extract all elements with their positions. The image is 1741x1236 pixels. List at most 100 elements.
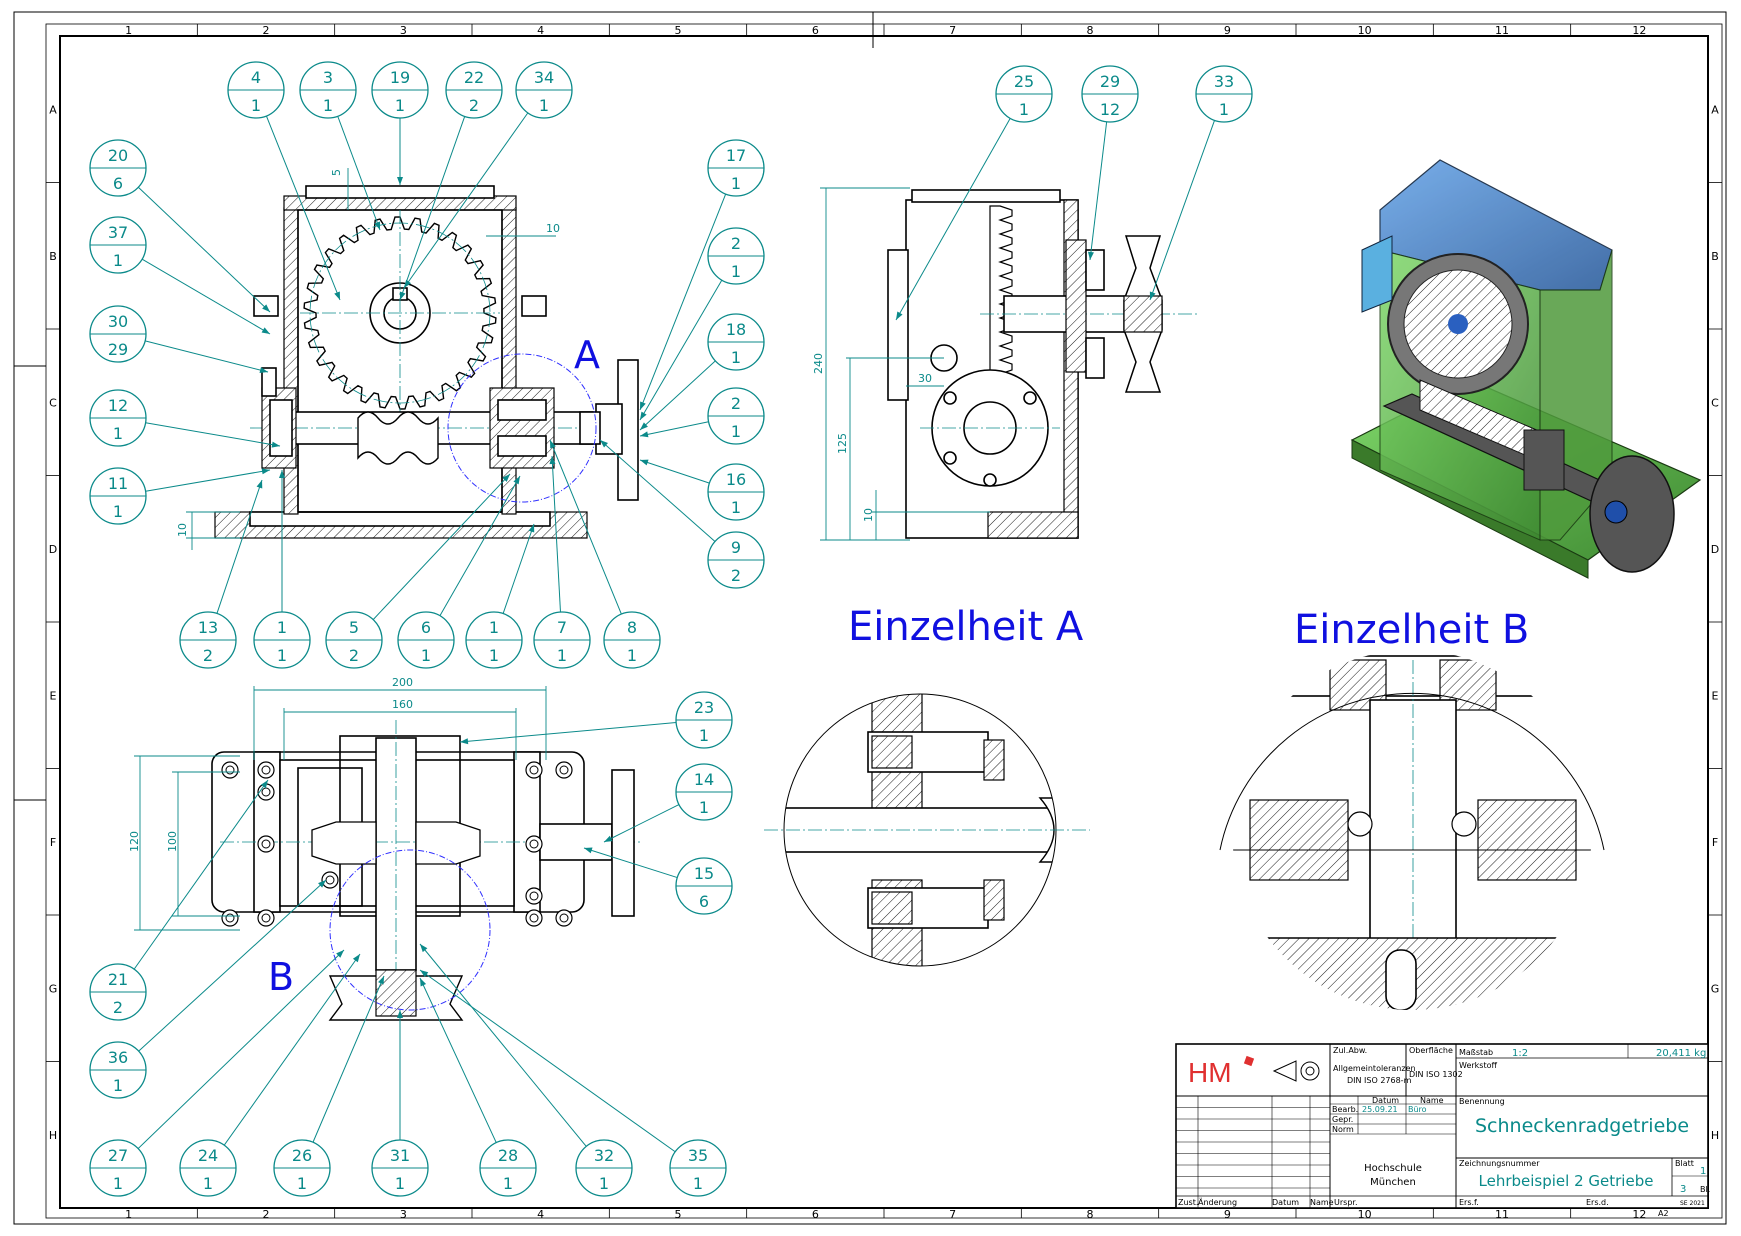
item-balloon: 81: [549, 439, 661, 669]
zone-col-number: 11: [1495, 1208, 1509, 1221]
item-balloon: 341: [403, 61, 573, 289]
item-balloon: 21: [639, 227, 765, 421]
dim-top-100: 100: [166, 831, 179, 852]
balloon-item-qty: 1: [489, 646, 499, 665]
item-balloon: 21: [639, 387, 765, 445]
item-balloon: 212: [89, 779, 269, 1021]
zone-row-letter: F: [1712, 836, 1718, 849]
balloon-item-qty: 1: [693, 1174, 703, 1193]
tb-name2: Name: [1310, 1198, 1334, 1207]
tb-name-value: Büro: [1408, 1105, 1427, 1114]
balloon-item-number: 6: [421, 618, 431, 637]
balloon-item-qty: 1: [627, 646, 637, 665]
balloon-item-qty: 2: [203, 646, 213, 665]
balloon-item-qty: 1: [557, 646, 567, 665]
balloon-item-number: 14: [694, 770, 714, 789]
tb-drawing-no-label: Zeichnungsnummer: [1459, 1159, 1540, 1168]
zone-col-number: 3: [400, 1208, 407, 1221]
balloon-item-number: 22: [464, 68, 484, 87]
zone-row-letter: B: [49, 250, 57, 263]
balloon-item-number: 1: [277, 618, 287, 637]
zone-col-number: 3: [400, 24, 407, 37]
zone-row-letter: F: [50, 836, 56, 849]
balloon-item-number: 31: [390, 1146, 410, 1165]
item-balloon: 27 1: [89, 949, 345, 1197]
item-balloon: 61: [397, 475, 521, 669]
tb-designation-label: Benennung: [1459, 1097, 1505, 1106]
balloon-item-number: 2: [731, 234, 741, 253]
item-balloon: 132: [179, 479, 263, 669]
dim-front-base-10: 10: [176, 523, 189, 537]
balloon-item-qty: 1: [599, 1174, 609, 1193]
zone-col-number: 12: [1632, 1208, 1646, 1221]
logo-dot-icon: [1243, 1055, 1255, 1067]
tb-tolerances-label: Zul.Abw.: [1333, 1046, 1367, 1055]
zone-col-number: 5: [675, 24, 682, 37]
dim-side-30: 30: [918, 372, 932, 385]
detail-a-view: [764, 693, 1090, 967]
item-balloon: 371: [89, 216, 271, 335]
tb-format: A2: [1658, 1209, 1669, 1218]
zone-col-number: 2: [263, 24, 270, 37]
balloon-item-number: 16: [726, 470, 746, 489]
zone-row-letter: A: [1711, 103, 1719, 116]
item-balloon: 351: [419, 969, 727, 1197]
item-balloon: 92: [599, 439, 765, 589]
zone-col-number: 2: [263, 1208, 270, 1221]
balloon-item-qty: 6: [699, 892, 709, 911]
balloon-item-number: 27: [108, 1146, 128, 1165]
balloon-item-qty: 1: [251, 96, 261, 115]
zone-row-letter: H: [49, 1129, 57, 1142]
balloon-item-qty: 6: [113, 174, 123, 193]
balloon-item-qty: 1: [731, 498, 741, 517]
tb-aenderung: Änderung: [1198, 1197, 1237, 1207]
balloon-item-qty: 1: [113, 251, 123, 270]
tb-school-1: Hochschule: [1364, 1163, 1422, 1174]
dim-side-125: 125: [836, 433, 849, 454]
balloon-item-qty: 1: [395, 96, 405, 115]
balloon-item-number: 26: [292, 1146, 312, 1165]
item-balloon: 281: [419, 977, 537, 1197]
balloon-item-qty: 2: [469, 96, 479, 115]
tb-gepr: Gepr.: [1332, 1115, 1353, 1124]
item-balloon: 161: [639, 459, 765, 521]
item-balloon: 231: [459, 691, 733, 749]
balloon-item-qty: 1: [203, 1174, 213, 1193]
zone-row-letter: C: [1711, 396, 1719, 409]
item-balloon: 141: [603, 763, 733, 843]
balloon-item-qty: 1: [731, 174, 741, 193]
balloon-item-qty: 1: [113, 424, 123, 443]
side-section-view: 240 125 10 30: [812, 187, 1200, 541]
item-balloon: 311: [371, 1010, 429, 1197]
balloon-item-number: 15: [694, 864, 714, 883]
tb-date-label: Datum: [1372, 1096, 1399, 1105]
tb-ers-d: Ers.d.: [1586, 1198, 1609, 1207]
detail-b-view: [1219, 655, 1605, 1010]
balloon-layer: 4131191222341206371302912111117121181211…: [89, 61, 1253, 1197]
balloon-item-qty: 1: [277, 646, 287, 665]
dim-top-120: 120: [128, 831, 141, 852]
balloon-item-qty: 1: [699, 726, 709, 745]
item-balloon: 11: [465, 523, 535, 669]
tb-scale-label: Maßstab: [1459, 1048, 1493, 1057]
zone-col-number: 7: [949, 24, 956, 37]
item-balloon: 321: [419, 943, 633, 1197]
zone-row-letter: H: [1711, 1129, 1719, 1142]
balloon-item-qty: 12: [1100, 100, 1120, 119]
balloon-item-number: 33: [1214, 72, 1234, 91]
logo-hm: HM: [1188, 1057, 1232, 1088]
tb-date-value: 25.09.21: [1362, 1105, 1398, 1114]
item-balloon: 121: [89, 389, 281, 448]
balloon-item-qty: 1: [1019, 100, 1029, 119]
dim-front-10: 10: [546, 222, 560, 235]
detail-b-title: Einzelheit B: [1294, 607, 1529, 653]
balloon-item-number: 5: [349, 618, 359, 637]
balloon-item-qty: 29: [108, 340, 128, 359]
dim-front-5: 5: [330, 169, 343, 176]
balloon-item-qty: 2: [349, 646, 359, 665]
balloon-item-qty: 1: [731, 348, 741, 367]
balloon-item-number: 11: [108, 474, 128, 493]
